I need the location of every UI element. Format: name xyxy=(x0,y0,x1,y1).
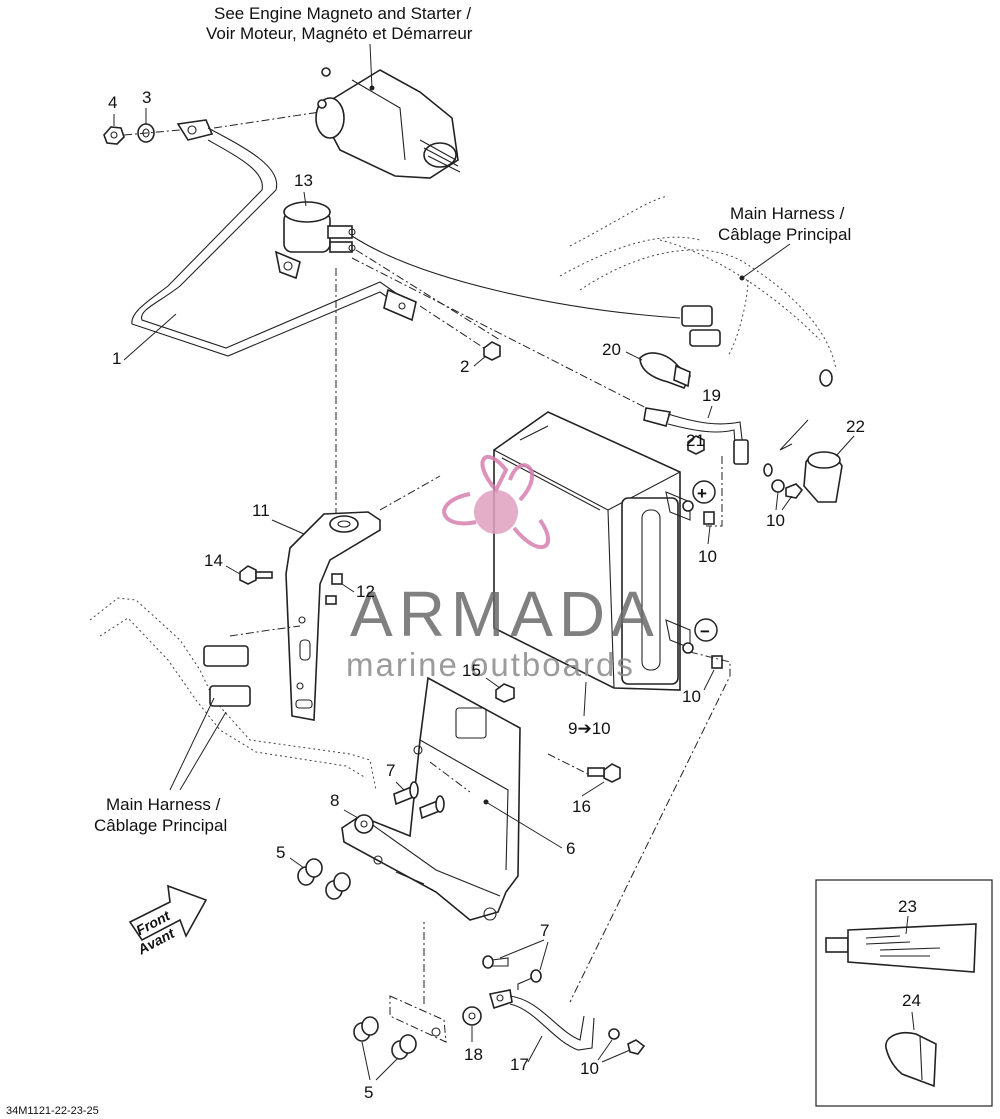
label-11: 11 xyxy=(252,501,270,520)
svg-text:+: + xyxy=(697,484,707,503)
screw-16 xyxy=(587,763,621,783)
starter-title-line2: Voir Moteur, Magnéto et Démarreur xyxy=(206,24,473,43)
label-17: 17 xyxy=(510,1055,529,1074)
screw-15 xyxy=(495,683,515,703)
harness-top-title-line2: Câblage Principal xyxy=(718,225,851,244)
label-10-a: 10 xyxy=(766,511,785,530)
bolt-7-lower xyxy=(482,955,542,990)
label-4: 4 xyxy=(108,93,117,112)
cable-17 xyxy=(488,989,595,1051)
grease-tube-23 xyxy=(825,923,977,973)
rubber-mount-5-upper xyxy=(297,858,351,900)
label-14: 14 xyxy=(204,551,223,570)
screw-10-top xyxy=(763,463,804,499)
terminal-cap-20 xyxy=(639,352,691,390)
label-16: 16 xyxy=(572,797,591,816)
harness-left-title-line2: Câblage Principal xyxy=(94,816,227,835)
star-washer-8 xyxy=(354,814,374,834)
screw-14 xyxy=(239,565,273,585)
starter-motor xyxy=(315,67,461,179)
label-5-b: 5 xyxy=(364,1083,373,1102)
label-22: 22 xyxy=(846,417,865,436)
main-harness-left xyxy=(89,597,377,791)
terminal-cover-22 xyxy=(803,451,843,503)
label-18: 18 xyxy=(464,1045,483,1064)
inset-box: 23 24 xyxy=(815,879,993,1107)
negative-terminal-symbol: − xyxy=(694,618,718,642)
battery-9 xyxy=(493,411,694,691)
terminal-protector-24 xyxy=(885,1032,937,1088)
star-washer-18 xyxy=(462,1006,482,1026)
nut-10-negative xyxy=(711,655,723,669)
harness-top-title-line1: Main Harness / xyxy=(730,204,845,223)
rubber-mount-5-lower xyxy=(353,1016,417,1060)
label-7-a: 7 xyxy=(386,761,395,780)
label-9: 9➔10 xyxy=(568,719,611,738)
label-23: 23 xyxy=(898,897,917,916)
label-21: 21 xyxy=(686,431,705,450)
battery-tray-6 xyxy=(341,676,521,921)
svg-text:ARMADA: ARMADA xyxy=(350,578,660,650)
label-6: 6 xyxy=(566,839,575,858)
label-8: 8 xyxy=(330,791,339,810)
svg-text:marine outboards: marine outboards xyxy=(346,646,635,683)
solenoid-13 xyxy=(274,201,356,280)
nut-4 xyxy=(103,126,125,145)
bolt-7-upper xyxy=(393,781,445,820)
screw-12 xyxy=(325,573,343,605)
harness-left-title-line1: Main Harness / xyxy=(106,795,221,814)
label-15: 15 xyxy=(462,661,481,680)
nut-10-positive xyxy=(703,511,715,525)
bracket-11 xyxy=(285,511,381,721)
lower-bracket xyxy=(389,995,447,1043)
starter-title-line1: See Engine Magneto and Starter / xyxy=(214,4,471,23)
label-12: 12 xyxy=(356,582,375,601)
armada-watermark: ARMADA marine outboards xyxy=(346,455,660,683)
positive-terminal-symbol: + xyxy=(692,480,716,504)
label-1: 1 xyxy=(112,349,121,368)
label-13: 13 xyxy=(294,171,313,190)
label-10-c: 10 xyxy=(682,687,701,706)
label-3: 3 xyxy=(142,88,151,107)
front-arrow: Front Avant xyxy=(128,884,208,958)
label-19: 19 xyxy=(702,386,721,405)
nut-21 xyxy=(687,435,705,455)
label-20: 20 xyxy=(602,340,621,359)
main-harness-top xyxy=(559,195,837,387)
label-10-b: 10 xyxy=(698,547,717,566)
label-5-a: 5 xyxy=(276,843,285,862)
cable-1 xyxy=(131,119,417,357)
cable-19 xyxy=(643,407,749,465)
label-24: 24 xyxy=(902,991,921,1010)
label-2: 2 xyxy=(460,357,469,376)
label-10-d: 10 xyxy=(580,1059,599,1078)
drawing-code: 34M1121-22-23-25 xyxy=(6,1105,99,1117)
svg-text:−: − xyxy=(700,622,710,641)
screw-10-bottom xyxy=(608,1028,646,1055)
label-7-b: 7 xyxy=(540,921,549,940)
nut-2 xyxy=(483,341,501,361)
